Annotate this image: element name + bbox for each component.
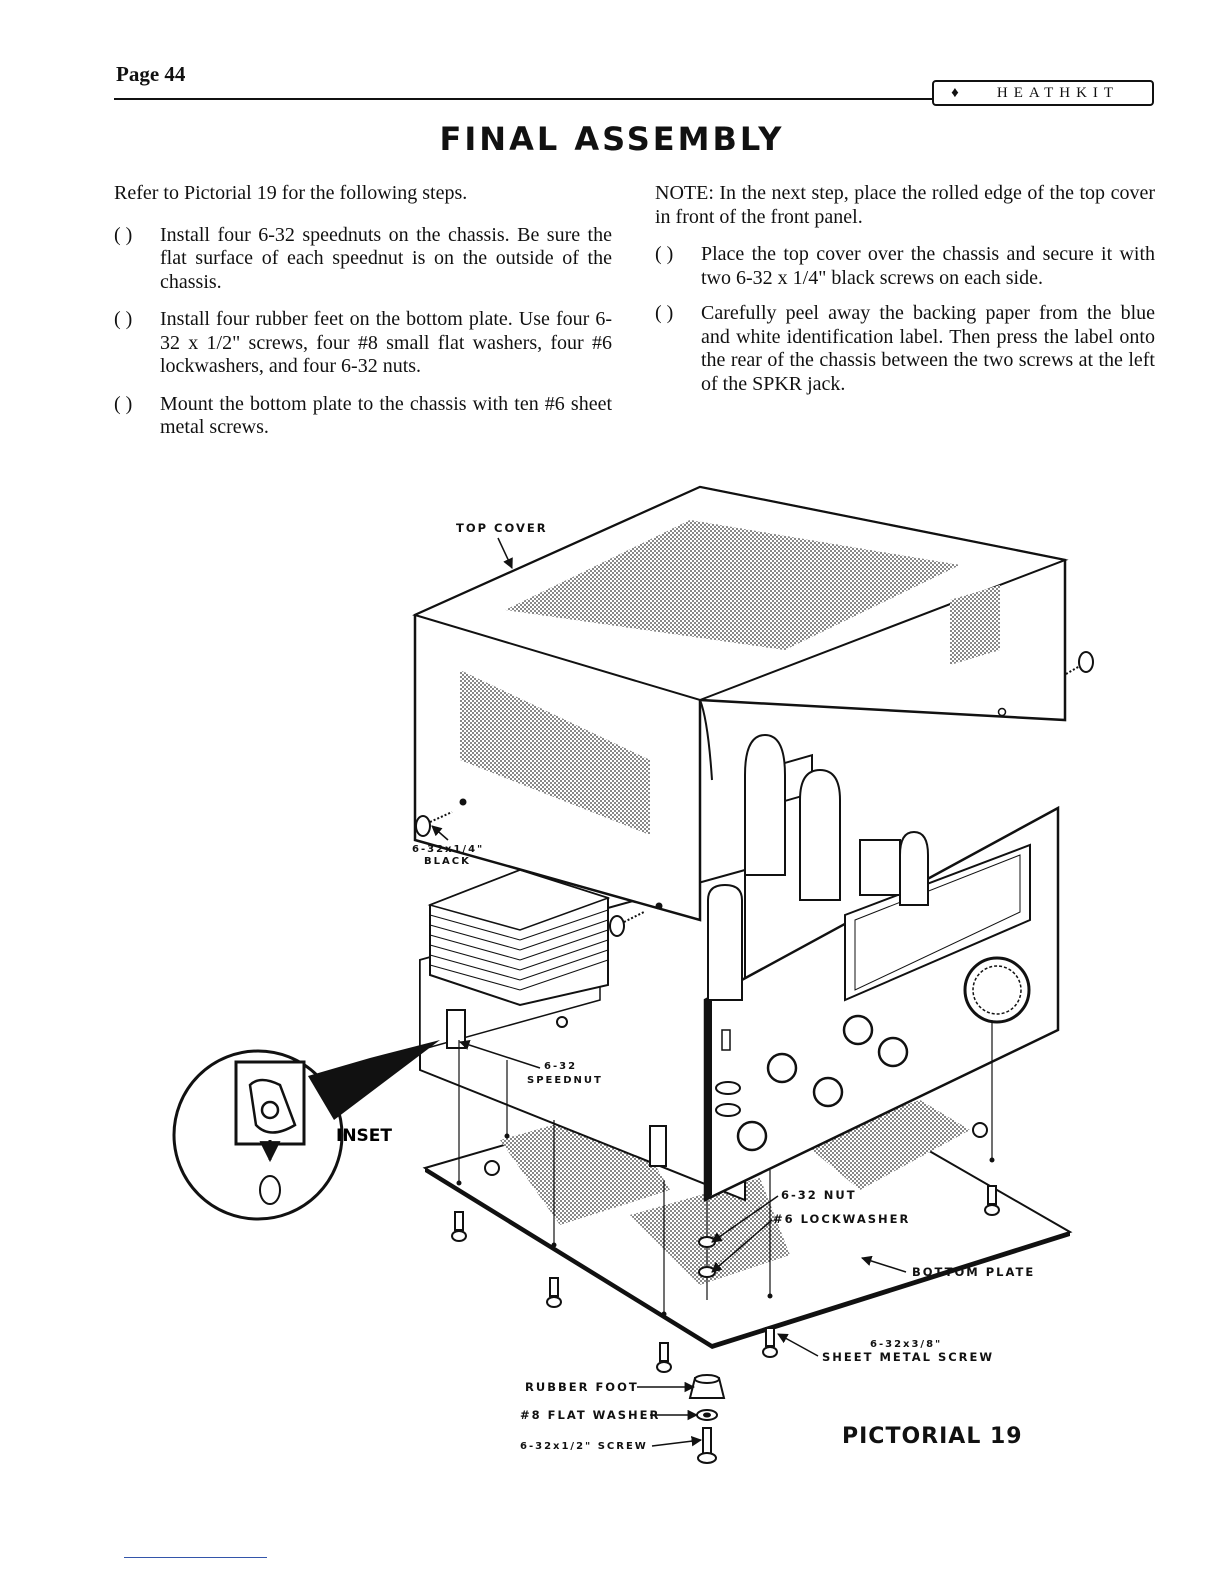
- speednut-inset: [172, 1040, 440, 1221]
- step-text: Carefully peel away the backing paper fr…: [701, 302, 1155, 395]
- page-title: FINAL ASSEMBLY: [439, 120, 785, 158]
- step-item: ( ) Mount the bottom plate to the chassi…: [114, 393, 612, 440]
- label-top-cover: TOP COVER: [456, 521, 548, 535]
- label-speednut: SPEEDNUT: [527, 1075, 603, 1086]
- label-lockwasher: #6 LOCKWASHER: [773, 1212, 910, 1226]
- label-black-screw-finish: BLACK: [424, 856, 471, 867]
- label-speednut-size: 6-32: [544, 1061, 577, 1072]
- step-item: ( ) Install four rubber feet on the bott…: [114, 308, 612, 379]
- pictorial-caption: PICTORIAL 19: [842, 1424, 1023, 1449]
- label-sheet-metal-screw: SHEET METAL SCREW: [822, 1350, 994, 1364]
- step-item: ( ) Install four 6-32 speednuts on the c…: [114, 224, 612, 295]
- step-item: ( ) Carefully peel away the backing pape…: [655, 302, 1155, 396]
- vacuum-tubes: [707, 733, 929, 1001]
- label-rubber-foot: RUBBER FOOT: [525, 1380, 639, 1394]
- leader-lines: [431, 537, 907, 1447]
- label-inset: INSET: [336, 1126, 392, 1146]
- step-item: ( ) Place the top cover over the chassis…: [655, 243, 1155, 290]
- step-text: Install four 6-32 speednuts on the chass…: [160, 223, 612, 293]
- footer-rule: [124, 1557, 267, 1558]
- step-text: Install four rubber feet on the bottom p…: [160, 308, 612, 377]
- checkbox-marker[interactable]: ( ): [114, 223, 133, 246]
- logo-text: HEATHKIT: [996, 84, 1120, 101]
- label-flat-washer: #8 FLAT WASHER: [520, 1408, 660, 1422]
- page-number: Page 44: [116, 62, 186, 86]
- label-black-screw-size: 6-32x1/4": [412, 844, 484, 855]
- rubber-foot-assembly: [688, 1374, 726, 1464]
- step-text: Mount the bottom plate to the chassis wi…: [160, 392, 612, 439]
- header-rule: [114, 98, 934, 100]
- label-screw: 6-32x1/2" SCREW: [520, 1441, 648, 1452]
- heathkit-logo: ♦ HEATHKIT: [932, 80, 1154, 106]
- label-sheet-screw-size: 6-32x3/8": [870, 1339, 942, 1350]
- label-bottom-plate: BOTTOM PLATE: [912, 1265, 1035, 1279]
- intro-text: Refer to Pictorial 19 for the following …: [114, 182, 468, 204]
- heathkit-emblem-icon: ♦: [951, 85, 959, 101]
- step-text: Place the top cover over the chassis and…: [701, 243, 1155, 289]
- cover-screws: [415, 651, 1094, 937]
- checkbox-marker[interactable]: ( ): [114, 392, 133, 415]
- checkbox-marker[interactable]: ( ): [114, 308, 133, 330]
- label-nut: 6-32 NUT: [781, 1188, 857, 1202]
- sheet-metal-screws: [451, 1020, 1000, 1373]
- note-text: NOTE: In the next step, place the rolled…: [655, 182, 1155, 228]
- right-column: NOTE: In the next step, place the rolled…: [655, 182, 1155, 396]
- left-column: Refer to Pictorial 19 for the following …: [114, 182, 612, 440]
- top-cover: [412, 485, 1069, 922]
- checkbox-marker[interactable]: ( ): [655, 302, 674, 324]
- checkbox-marker[interactable]: ( ): [655, 243, 674, 265]
- front-panel: [703, 753, 1060, 1202]
